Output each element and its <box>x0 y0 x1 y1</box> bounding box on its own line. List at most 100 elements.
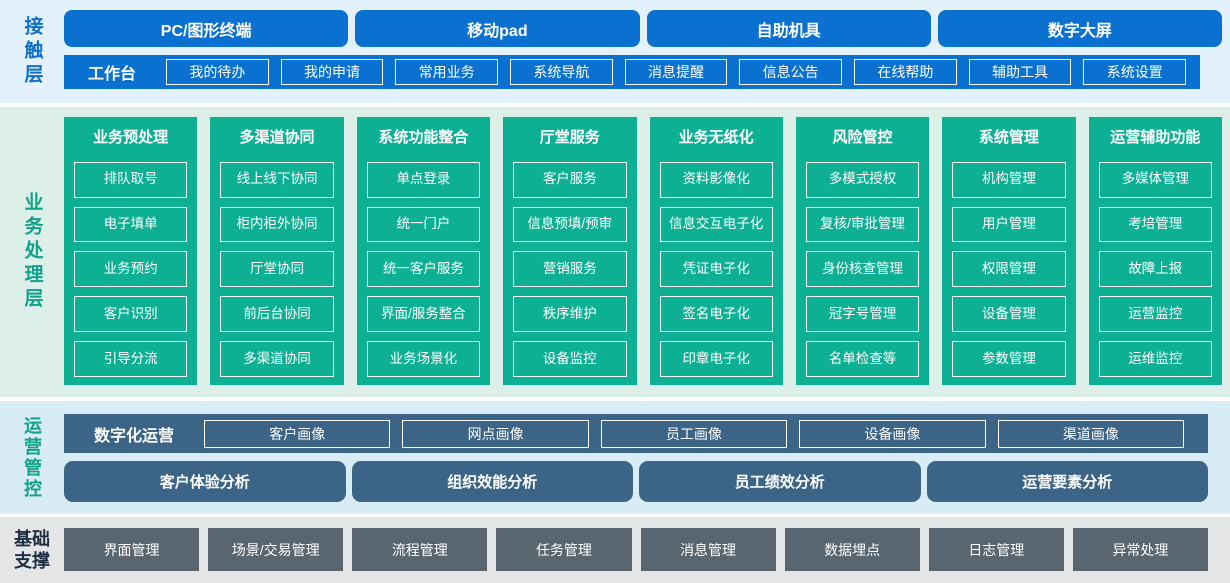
business-column-title: 业务预处理 <box>93 129 169 147</box>
workbench-item-button[interactable]: 系统导航 <box>510 59 613 85</box>
digital-ops-label: 数字化运营 <box>93 427 174 445</box>
business-item-button[interactable]: 多媒体管理 <box>1098 161 1212 198</box>
business-item-button[interactable]: 秩序维护 <box>513 296 627 333</box>
business-item-button[interactable]: 参数管理 <box>952 341 1066 377</box>
business-item-button[interactable]: 线上线下协同 <box>220 161 334 198</box>
foundation-layer-label-col: 基础支撑 <box>0 517 64 583</box>
analysis-button[interactable]: 客户体验分析 <box>64 461 346 502</box>
workbench-label: 工作台 <box>87 66 136 83</box>
business-item-button[interactable]: 资料影像化 <box>659 161 773 198</box>
workbench-item-button[interactable]: 信息公告 <box>739 59 843 85</box>
business-item-button[interactable]: 柜内柜外协同 <box>220 206 334 243</box>
foundation-item-button[interactable]: 日志管理 <box>928 528 1064 571</box>
digital-ops-item-button[interactable]: 员工画像 <box>600 419 788 448</box>
workbench-item-button[interactable]: 我的申请 <box>280 59 384 85</box>
digital-ops-item-button[interactable]: 设备画像 <box>799 419 986 448</box>
business-columns: 业务预处理排队取号电子填单业务预约客户识别引导分流多渠道协同 线上线下协同柜内柜外… <box>64 107 1230 397</box>
business-item-button[interactable]: 凭证电子化 <box>659 251 773 288</box>
business-column: 风险管控多模式授权复核/审批管理身份核查管理冠字号管理名单检查等 <box>795 117 930 385</box>
business-item-button[interactable]: 统一门户 <box>366 206 481 243</box>
business-item-button[interactable]: 签名电子化 <box>659 296 773 333</box>
business-item-button[interactable]: 统一客户服务 <box>366 251 481 288</box>
business-column-title: 业务无纸化 <box>678 129 754 147</box>
business-item-button[interactable]: 机构管理 <box>952 161 1066 198</box>
workbench-item-button[interactable]: 我的待办 <box>166 59 269 85</box>
business-item-button[interactable]: 设备管理 <box>952 296 1066 333</box>
analysis-row: 客户体验分析组织效能分析员工绩效分析运营要素分析 <box>64 461 1208 502</box>
operations-content: 数字化运营 客户画像网点画像员工画像设备画像渠道画像 客户体验分析组织效能分析员… <box>64 401 1230 514</box>
foundation-item-button[interactable]: 场景/交易管理 <box>208 528 344 571</box>
foundation-item-button[interactable]: 数据埋点 <box>784 528 920 571</box>
business-column-title: 厅堂服务 <box>539 129 600 147</box>
business-item-button[interactable]: 考培管理 <box>1098 206 1212 243</box>
business-item-button[interactable]: 引导分流 <box>74 341 188 377</box>
business-column: 多渠道协同线上线下协同柜内柜外协同厅堂协同前后台协同多渠道协同 <box>210 117 344 385</box>
analysis-button[interactable]: 员工绩效分析 <box>639 461 921 502</box>
business-layer-label: 业务处理层 <box>21 192 43 312</box>
business-item-button[interactable]: 用户管理 <box>952 206 1066 243</box>
business-item-button[interactable]: 厅堂协同 <box>220 251 334 288</box>
business-item-button[interactable]: 信息交互电子化 <box>659 206 773 243</box>
business-item-button[interactable]: 名单检查等 <box>805 341 920 377</box>
workbench-item-button[interactable]: 系统设置 <box>1083 59 1187 85</box>
workbench-item-button[interactable]: 在线帮助 <box>854 59 957 85</box>
business-item-button[interactable]: 运维监控 <box>1098 341 1212 377</box>
foundation-item-button[interactable]: 消息管理 <box>640 528 776 571</box>
business-column: 系统功能整合单点登录统一门户统一客户服务界面/服务整合业务场景化 <box>356 117 491 385</box>
business-column-title: 系统功能整合 <box>378 129 469 147</box>
business-item-button[interactable]: 电子填单 <box>74 206 188 243</box>
business-item-button[interactable]: 界面/服务整合 <box>366 296 481 333</box>
business-column-title: 运营辅助功能 <box>1110 129 1201 147</box>
business-item-button[interactable]: 营销服务 <box>513 251 627 288</box>
foundation-item-button[interactable]: 界面管理 <box>64 528 200 571</box>
business-item-button[interactable]: 复核/审批管理 <box>805 206 920 243</box>
analysis-button[interactable]: 组织效能分析 <box>351 461 633 502</box>
business-column-title: 系统管理 <box>978 129 1039 147</box>
digital-ops-item-button[interactable]: 客户画像 <box>204 419 391 448</box>
workbench-bar: 工作台 我的待办我的申请常用业务系统导航消息提醒信息公告在线帮助辅助工具系统设置 <box>64 55 1200 89</box>
business-item-button[interactable]: 前后台协同 <box>220 296 334 333</box>
workbench-item-button[interactable]: 常用业务 <box>395 59 499 85</box>
analysis-button[interactable]: 运营要素分析 <box>926 461 1208 502</box>
terminal-button[interactable]: 移动pad <box>355 10 640 47</box>
business-item-button[interactable]: 信息预填/预审 <box>513 206 627 243</box>
business-item-button[interactable]: 业务场景化 <box>366 341 481 377</box>
digital-ops-item-button[interactable]: 渠道画像 <box>997 419 1185 448</box>
band-divider <box>0 397 1230 401</box>
business-item-button[interactable]: 冠字号管理 <box>805 296 920 333</box>
business-column: 业务无纸化资料影像化信息交互电子化凭证电子化签名电子化印章电子化 <box>649 117 783 385</box>
business-item-button[interactable]: 单点登录 <box>366 161 481 198</box>
business-item-button[interactable]: 排队取号 <box>74 161 188 198</box>
business-column-title: 风险管控 <box>832 129 893 147</box>
terminal-button[interactable]: 数字大屏 <box>937 10 1222 47</box>
foundation-item-button[interactable]: 任务管理 <box>496 528 632 571</box>
business-item-button[interactable]: 客户服务 <box>513 161 627 198</box>
business-item-button[interactable]: 多渠道协同 <box>220 341 334 377</box>
terminal-button[interactable]: PC/图形终端 <box>64 10 349 47</box>
digital-ops-item-button[interactable]: 网点画像 <box>402 419 589 448</box>
business-item-button[interactable]: 身份核查管理 <box>805 251 920 288</box>
band-divider <box>0 103 1230 107</box>
workbench-item-button[interactable]: 辅助工具 <box>968 59 1072 85</box>
business-column: 系统管理机构管理用户管理权限管理设备管理参数管理 <box>942 117 1076 385</box>
operations-layer-band: 运营管控 数字化运营 客户画像网点画像员工画像设备画像渠道画像 客户体验分析组织… <box>0 401 1230 514</box>
terminal-button[interactable]: 自助机具 <box>646 10 931 47</box>
business-column: 业务预处理排队取号电子填单业务预约客户识别引导分流 <box>64 117 198 385</box>
foundation-item-button[interactable]: 异常处理 <box>1072 528 1208 571</box>
business-column: 厅堂服务客户服务信息预填/预审营销服务秩序维护设备监控 <box>503 117 637 385</box>
business-item-button[interactable]: 多模式授权 <box>805 161 920 198</box>
foundation-item-button[interactable]: 流程管理 <box>352 528 488 571</box>
business-item-button[interactable]: 权限管理 <box>952 251 1066 288</box>
workbench-item-button[interactable]: 消息提醒 <box>624 59 728 85</box>
business-item-button[interactable]: 印章电子化 <box>659 341 773 377</box>
business-item-button[interactable]: 客户识别 <box>74 296 188 333</box>
business-item-button[interactable]: 业务预约 <box>74 251 188 288</box>
business-item-button[interactable]: 运营监控 <box>1098 296 1212 333</box>
business-item-button[interactable]: 设备监控 <box>513 341 627 377</box>
digital-ops-bar: 数字化运营 客户画像网点画像员工画像设备画像渠道画像 <box>64 414 1208 453</box>
business-item-button[interactable]: 故障上报 <box>1098 251 1212 288</box>
